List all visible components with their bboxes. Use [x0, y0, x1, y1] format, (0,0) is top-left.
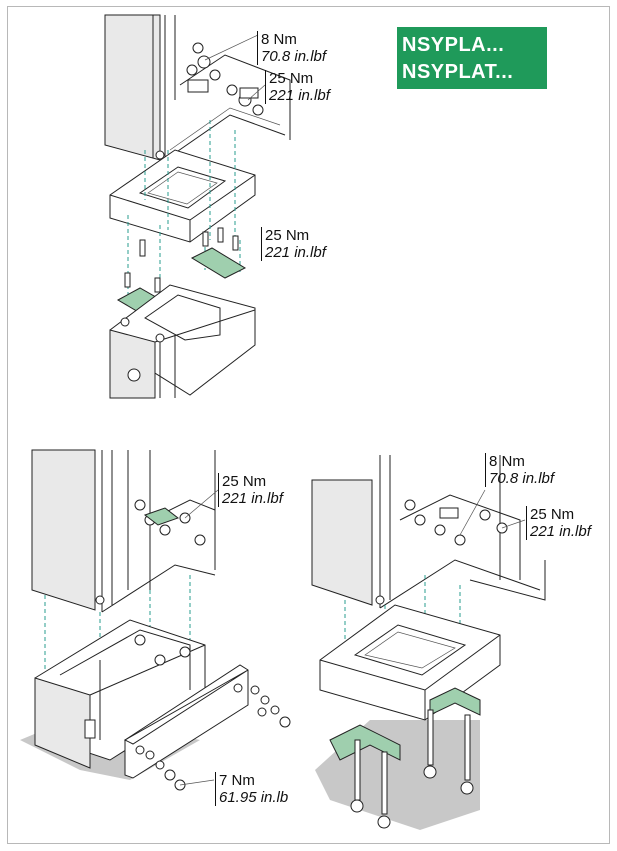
torque-callout: 8 Nm 70.8 in.lbf	[257, 31, 326, 65]
torque-imperial: 70.8 in.lbf	[489, 470, 555, 487]
torque-callout: 7 Nm 61.95 in.lb	[215, 772, 288, 806]
bottom-left-assembly	[20, 449, 291, 791]
alignment-lines-bottom-left	[44, 575, 191, 675]
torque-nm: 25 Nm	[265, 227, 310, 244]
alignment-lines-top	[127, 120, 241, 300]
upper-cabinet-bottom-left	[31, 449, 219, 613]
panel-fasteners	[145, 685, 291, 791]
plinth-frame-top	[109, 149, 256, 243]
torque-nm: 8 Nm	[261, 31, 297, 48]
upper-cabinet-top	[104, 14, 291, 161]
torque-imperial: 221 in.lbf	[265, 244, 326, 261]
torque-nm: 25 Nm	[222, 473, 267, 490]
torque-nm: 25 Nm	[269, 70, 314, 87]
torque-nm: 8 Nm	[489, 453, 525, 470]
joint-plate-right	[190, 247, 247, 279]
torque-callout: 25 Nm 221 in.lbf	[265, 70, 330, 104]
lower-cabinet-top	[109, 284, 256, 399]
product-ref-line-2: NSYPLAT...	[402, 61, 514, 83]
torque-callout: 25 Nm 221 in.lbf	[261, 227, 326, 261]
torque-imperial: 70.8 in.lbf	[261, 48, 327, 65]
removable-panel	[123, 664, 249, 779]
product-ref-line-1: NSYPLA...	[402, 34, 505, 56]
torque-callout: 25 Nm 221 in.lbf	[218, 473, 283, 507]
bolts-top	[124, 227, 239, 293]
upper-cabinet-bottom-right	[311, 455, 546, 609]
torque-nm: 7 Nm	[219, 772, 255, 789]
torque-callout: 8 Nm 70.8 in.lbf	[485, 453, 554, 487]
bracket-front	[329, 724, 401, 761]
bottom-right-assembly	[311, 455, 546, 830]
torque-imperial: 221 in.lbf	[269, 87, 330, 104]
product-reference-badge: NSYPLA... NSYPLAT...	[397, 27, 547, 89]
torque-imperial: 221 in.lbf	[530, 523, 591, 540]
torque-imperial: 61.95 in.lb	[219, 789, 289, 806]
torque-callout: 25 Nm 221 in.lbf	[526, 506, 591, 540]
torque-nm: 25 Nm	[530, 506, 575, 523]
adjustable-feet	[350, 709, 474, 829]
torque-imperial: 221 in.lbf	[222, 490, 283, 507]
top-assembly	[104, 14, 291, 399]
